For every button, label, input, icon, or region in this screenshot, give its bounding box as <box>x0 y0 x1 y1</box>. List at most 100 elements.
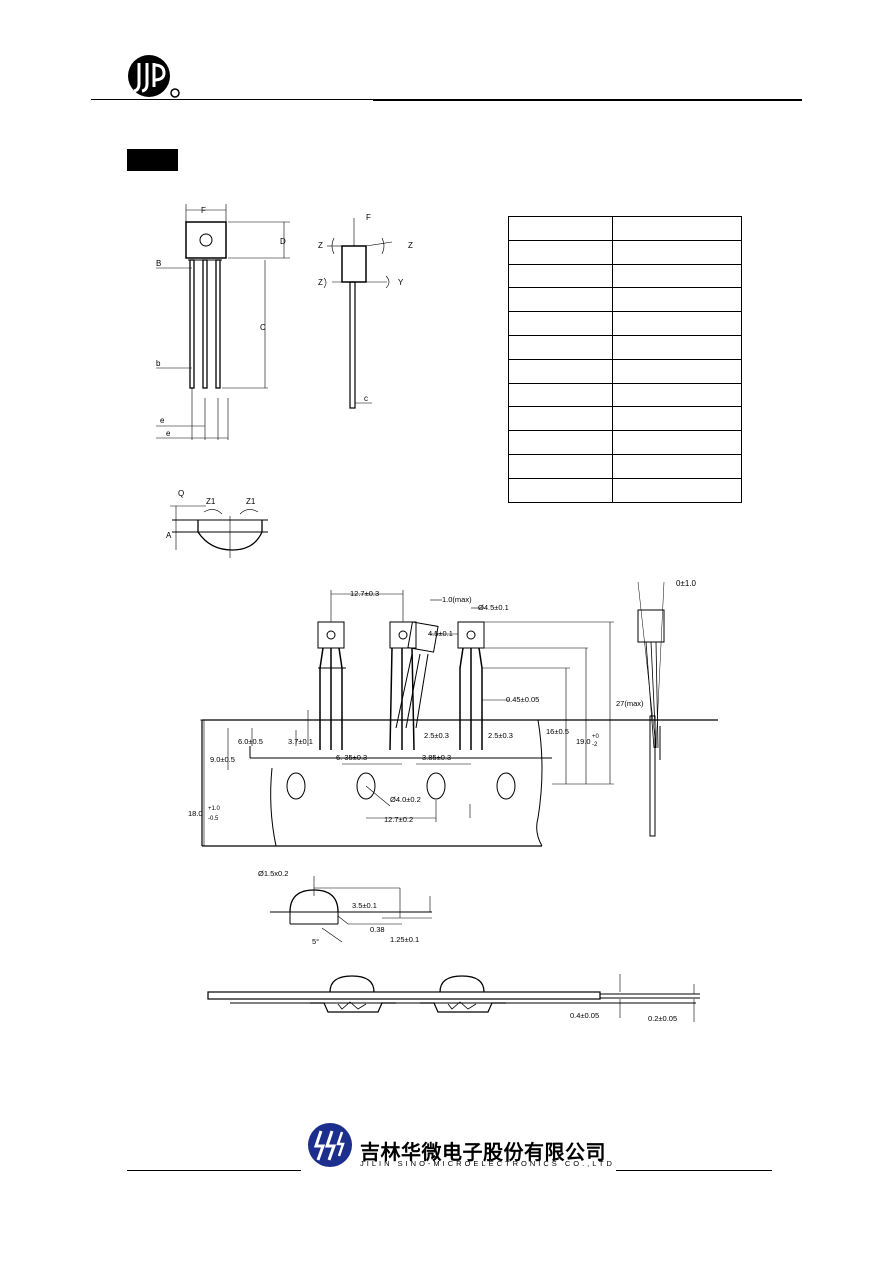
dim-C: C <box>260 323 266 332</box>
table-cell <box>508 216 613 241</box>
detail-d125-label: 1.25±0.1 <box>390 935 419 944</box>
table-row <box>508 216 742 241</box>
table-row <box>508 311 742 336</box>
table-cell <box>508 239 613 265</box>
table-cell <box>612 334 742 360</box>
dim-Z2: Z <box>408 241 413 250</box>
table-cell <box>612 477 742 503</box>
dim-Z1: Z <box>318 241 323 250</box>
dim-B: B <box>156 259 161 268</box>
table-cell <box>612 216 742 241</box>
tape-drawing: 12.7±0.3 1.0(max) Ø4.5±0.1 4.5±0.1 0.45±… <box>188 589 718 847</box>
tape-hole-label: Ø4.5±0.1 <box>478 603 509 612</box>
detail-drawing: Ø1.5x0.2 3.5±0.1 0.38 1.25±0.1 5° <box>258 869 432 946</box>
tape-d385-label: 3.85±0.3 <box>422 753 451 762</box>
tape-d25a-label: 2.5±0.3 <box>424 731 449 740</box>
detail-d15-label: Ø1.5x0.2 <box>258 869 288 878</box>
dim-b: b <box>156 359 161 368</box>
table-row <box>508 406 742 432</box>
tape-lead-label: 0.45±0.05 <box>506 695 539 704</box>
footer-logo <box>307 1122 353 1168</box>
table-cell <box>508 382 613 408</box>
tape-p2-label: 12.7±0.2 <box>384 815 413 824</box>
tape-d27-label: 27(max) <box>616 699 644 708</box>
tape-pitch-label: 12.7±0.3 <box>350 589 379 598</box>
table-cell <box>508 406 613 432</box>
package-side-view: F Z Z Z Y c <box>318 213 413 409</box>
dim-angle-2: Z1 <box>246 497 256 506</box>
footer-rule-left <box>127 1170 301 1171</box>
table-cell <box>612 406 742 432</box>
company-name-en: JILIN SINO-MICROELECTRONICS CO.,LTD <box>360 1159 615 1168</box>
dim-Z3: Z <box>318 278 323 287</box>
footer-rule-right <box>616 1170 772 1171</box>
section-t02-label: 0.2±0.05 <box>648 1014 677 1023</box>
dim-F2: F <box>366 213 371 222</box>
tape-cross-section: 0.4±0.05 0.2±0.05 <box>207 974 700 1023</box>
dim-Q: Q <box>178 489 184 498</box>
tape-d19-label: 19.0 <box>576 737 591 746</box>
detail-d35-label: 3.5±0.1 <box>352 901 377 910</box>
table-row <box>508 358 742 384</box>
tape-d180-lower: -0.5 <box>208 816 219 822</box>
package-front-view: F D B C b e e <box>156 204 290 440</box>
table-cell <box>612 382 742 408</box>
dim-e: e <box>160 416 165 425</box>
header-rule-thin <box>91 99 373 100</box>
tape-d16-label: 16±0.5 <box>546 727 569 736</box>
table-row <box>508 334 742 360</box>
tape-d37-label: 3.7±0.1 <box>288 737 313 746</box>
dim-e1: e <box>166 429 171 438</box>
detail-d038-label: 0.38 <box>370 925 385 934</box>
table-cell <box>508 358 613 384</box>
table-cell <box>612 239 742 265</box>
company-name-cn: 吉林华微电子股份有限公司 <box>360 1140 606 1164</box>
table-cell <box>612 453 742 479</box>
table-cell <box>508 453 613 479</box>
tape-d19-lower: -2 <box>592 742 598 748</box>
dim-D: D <box>280 237 286 246</box>
table-cell <box>508 311 613 336</box>
tape-d635-label: 6. 35±0.3 <box>336 753 367 762</box>
table-row <box>508 239 742 265</box>
section-label-block <box>127 149 178 171</box>
table-cell <box>508 430 613 455</box>
table-row <box>508 430 742 455</box>
tape-side-view: 0±1.0 <box>637 579 697 837</box>
package-bottom-view: Q A Z1 Z1 <box>166 489 268 558</box>
table-cell <box>508 477 613 503</box>
header-rule-thick <box>373 99 802 101</box>
table-row <box>508 382 742 408</box>
dim-Y: Y <box>398 278 404 287</box>
tape-d19-upper: +0 <box>592 734 600 740</box>
tape-side-label: 0±1.0 <box>676 579 697 588</box>
tape-h45-label: 4.5±0.1 <box>428 629 453 638</box>
table-cell <box>508 263 613 289</box>
detail-angle-label: 5° <box>312 937 319 946</box>
dim-F: F <box>201 206 206 215</box>
tape-d180-upper: +1.0 <box>208 806 221 812</box>
table-row <box>508 263 742 289</box>
table-cell <box>612 263 742 289</box>
dimensions-table <box>508 216 742 503</box>
tape-d40-label: Ø4.0±0.2 <box>390 795 421 804</box>
tape-d90-label: 9.0±0.5 <box>210 755 235 764</box>
dim-A: A <box>166 531 172 540</box>
table-cell <box>508 334 613 360</box>
table-cell <box>612 311 742 336</box>
dim-angle-1: Z1 <box>206 497 216 506</box>
tape-d25b-label: 2.5±0.3 <box>488 731 513 740</box>
table-cell <box>612 430 742 455</box>
dim-c: c <box>364 394 368 403</box>
tape-d60-label: 6.0±0.5 <box>238 737 263 746</box>
table-row <box>508 477 742 503</box>
table-row <box>508 287 742 313</box>
table-row <box>508 453 742 479</box>
tape-max-label: 1.0(max) <box>442 595 472 604</box>
table-cell <box>612 287 742 313</box>
header-logo <box>126 54 182 100</box>
table-cell <box>612 358 742 384</box>
tape-d180-label: 18.0 <box>188 809 203 818</box>
table-cell <box>508 287 613 313</box>
section-t04-label: 0.4±0.05 <box>570 1011 599 1020</box>
